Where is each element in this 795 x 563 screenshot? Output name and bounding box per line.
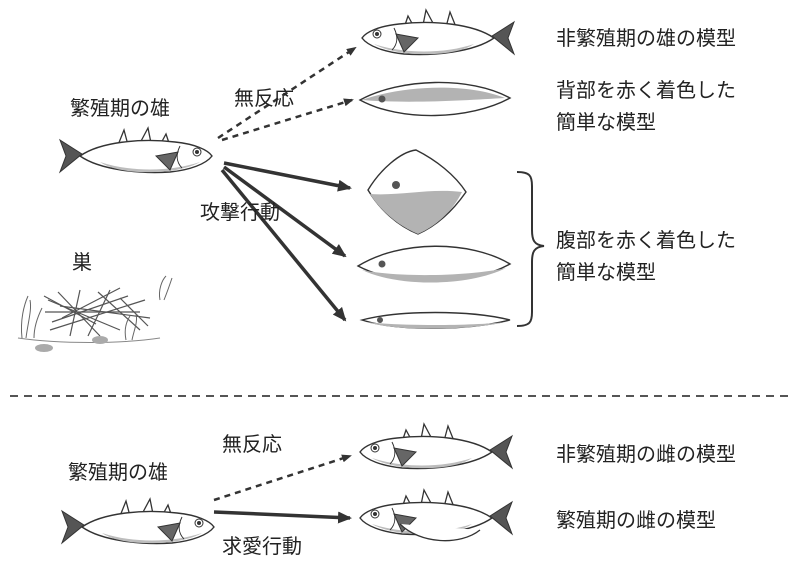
breeding-male-fish-bottom (61, 498, 215, 545)
model-red-back-label-1: 背部を赤く着色した (556, 78, 736, 102)
model-red-belly-diamond (367, 149, 467, 235)
model-red-belly-lens (356, 245, 512, 283)
attack-label: 攻撃行動 (200, 200, 280, 224)
model-nonbreeding-female (360, 424, 512, 468)
model-red-belly-thin (359, 311, 511, 329)
breeding-male-label-bottom: 繁殖期の雄 (68, 460, 168, 484)
nest-label: 巣 (72, 250, 92, 274)
attack-arrow-3 (220, 168, 347, 322)
no-response-arrow-1 (217, 46, 357, 140)
no-response-label-top: 無反応 (234, 86, 294, 110)
courtship-label: 求愛行動 (222, 534, 302, 558)
breeding-male-fish-top (59, 127, 213, 174)
attack-arrow-2 (222, 165, 347, 258)
courtship-arrow (213, 510, 352, 524)
model-nonbreeding-male (362, 10, 514, 54)
model-breeding-female-label: 繁殖期の雌の模型 (556, 508, 716, 532)
no-response-label-bottom: 無反応 (222, 432, 282, 456)
model-red-back-label-2: 簡単な模型 (556, 110, 656, 134)
model-red-belly-label-1: 腹部を赤く着色した (556, 228, 736, 252)
breeding-male-label-top: 繁殖期の雄 (70, 96, 170, 120)
no-response-arrow-bottom (213, 454, 352, 502)
model-breeding-female (360, 490, 512, 542)
model-red-belly-label-2: 簡単な模型 (556, 260, 656, 284)
grouping-brace (516, 171, 545, 327)
model-nonbreeding-female-label: 非繁殖期の雌の模型 (556, 442, 736, 466)
model-red-back (358, 81, 512, 117)
attack-arrow-1 (223, 161, 352, 192)
no-response-arrow-2 (221, 98, 354, 142)
model-nonbreeding-male-label: 非繁殖期の雄の模型 (556, 26, 736, 50)
nest-illustration (17, 275, 173, 352)
